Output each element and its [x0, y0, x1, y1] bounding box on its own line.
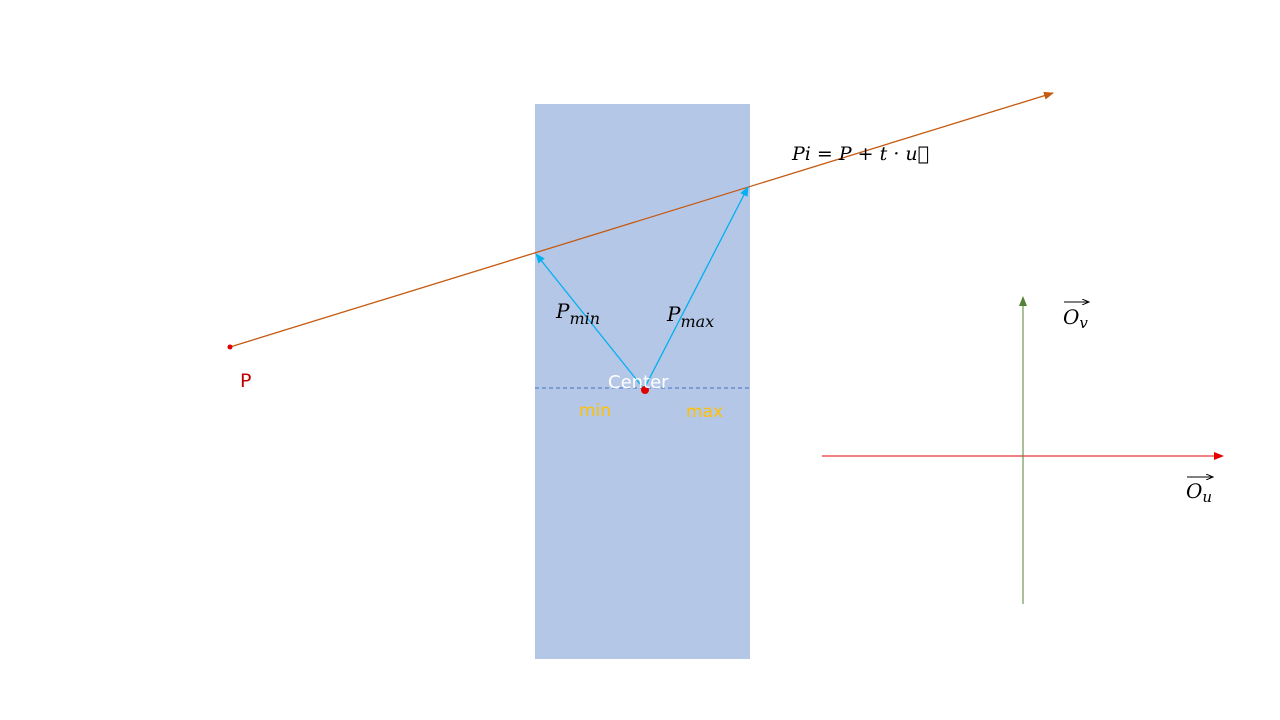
label-center: Center	[608, 372, 669, 393]
label-ou-sub: u	[1202, 488, 1212, 506]
label-ou-base: O	[1186, 479, 1202, 503]
label-p: P	[240, 370, 251, 392]
label-p-min: Pmin	[555, 299, 600, 328]
label-ov-sub: v	[1079, 314, 1088, 332]
ray-equation: Pi = P + t · u⃗	[791, 143, 929, 165]
label-p-max-sub: max	[680, 312, 714, 331]
point-p	[227, 344, 233, 350]
label-ov-base: O	[1063, 305, 1079, 329]
slab	[535, 104, 750, 659]
label-ov: Ov	[1063, 305, 1088, 332]
label-p-min-base: P	[555, 299, 570, 323]
label-p-max: Pmax	[666, 302, 714, 331]
label-min: min	[579, 401, 611, 421]
label-ou: Ou	[1186, 479, 1212, 506]
vector-p-max	[643, 186, 749, 390]
label-p-min-sub: min	[569, 309, 600, 328]
center-point	[641, 386, 649, 394]
ray-line	[229, 91, 1054, 348]
label-p-max-base: P	[666, 302, 681, 326]
label-max: max	[686, 402, 723, 422]
vector-p-min	[535, 253, 645, 390]
